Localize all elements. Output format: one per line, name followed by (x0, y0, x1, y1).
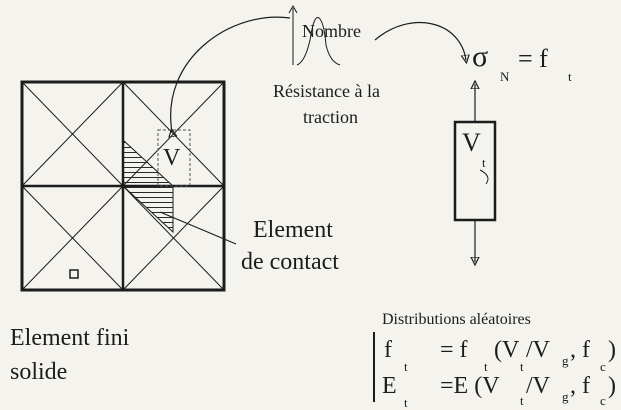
solid-label-line2: solide (10, 359, 68, 385)
histogram-x-label-line1: Résistance à la (273, 81, 380, 101)
dist-row1-lhs: f (384, 337, 392, 363)
sigma-subscript-n: N (500, 69, 510, 84)
mesh-diagonals (21, 81, 225, 291)
histogram-y-label: Nombre (302, 21, 361, 41)
volume-v-subscript-t: t (482, 155, 486, 170)
dist-row1-args-sub1: t (520, 359, 524, 374)
contact-leader-line (159, 211, 237, 245)
element-v-label: V (163, 145, 181, 171)
dist-row2-args-sub3: c (600, 393, 606, 408)
dist-row2-args-sub2: g (562, 389, 569, 404)
dist-row2-lhs: E (382, 373, 397, 399)
volume-bracket (479, 169, 489, 185)
dist-row1-eq-sub: t (484, 359, 488, 374)
dist-row1-lhs-sub: t (404, 359, 408, 374)
dist-row1-args-sub2: g (562, 353, 569, 368)
dist-row1-args-open: (V (494, 337, 520, 363)
arrow-histogram-to-sigma (374, 22, 466, 60)
dist-row1-args-slash: /V (526, 337, 550, 363)
histogram-x-label-line2: traction (303, 107, 358, 127)
dist-row1-eq: = f (440, 337, 468, 363)
contact-label-line1: Element (253, 217, 333, 243)
contact-label-line2: de contact (241, 249, 339, 275)
dist-row2-lhs-sub: t (404, 395, 408, 410)
distributions-title: Distributions aléatoires (382, 311, 531, 328)
arrow-v-to-histogram (171, 16, 291, 132)
dist-row2-args-close: ) (608, 373, 616, 399)
sigma-equals-f: = f (518, 44, 548, 73)
dist-row2-args-sub1: t (520, 393, 524, 408)
solid-element-marker (69, 269, 79, 279)
dist-row2-args-slash: /V (526, 373, 550, 399)
sigma-symbol: σ (472, 40, 489, 73)
sigma-f-subscript-t: t (568, 69, 572, 84)
hatched-contact-triangle-lower (121, 185, 174, 234)
dist-row1-args-close: ) (608, 337, 616, 363)
dist-row1-args-sub3: c (600, 359, 606, 374)
solid-label-line1: Element fini (10, 325, 130, 351)
dist-row2-eq: =E (V (440, 373, 500, 399)
dist-row2-args-comma: , f (570, 373, 590, 399)
dist-row1-args-comma: , f (570, 337, 590, 363)
histogram-sketch (288, 4, 341, 66)
volume-v-label: V (462, 128, 481, 157)
